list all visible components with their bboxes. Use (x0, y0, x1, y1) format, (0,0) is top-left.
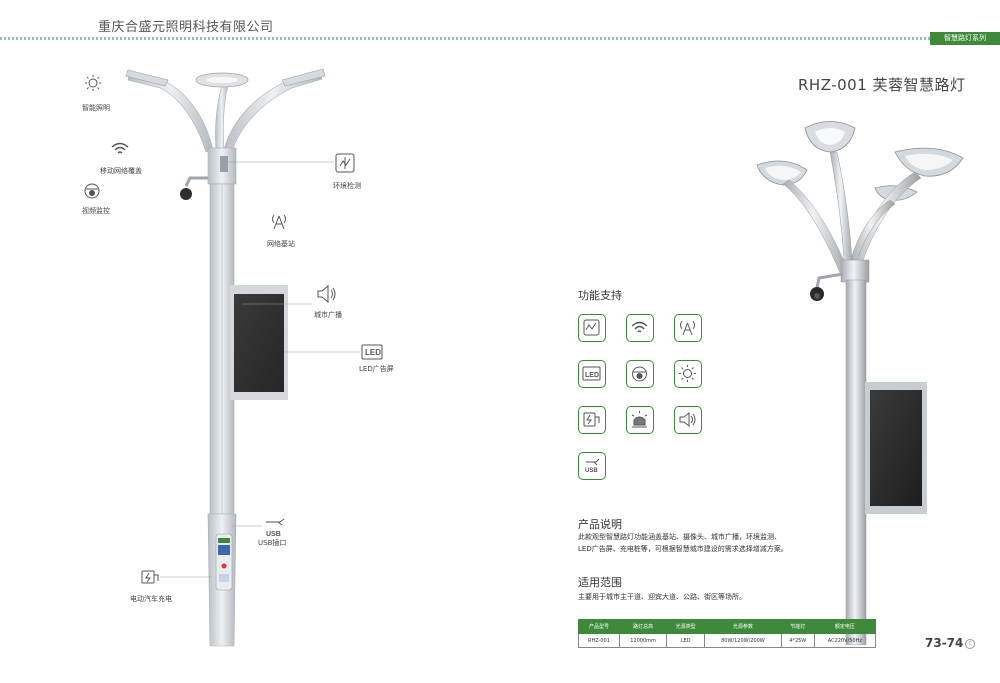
camera-dome (180, 188, 192, 200)
spec-header-row: 产品型号 路灯总高 光源类型 光源参数 节能灯 额定电压 (578, 619, 877, 634)
svg-text:LED: LED (585, 372, 599, 379)
led-icon-text: LED (365, 348, 381, 357)
label-mobile-network: 移动网络覆盖 (100, 167, 142, 175)
alarm-light-icon (626, 406, 654, 434)
spec-header: 路灯总高 (618, 619, 668, 634)
speaker-icon (317, 284, 336, 304)
spec-header: 额定电压 (813, 619, 877, 634)
scope-text: 主要用于城市主干道、迎宾大道、公路、街区等场所。 (578, 593, 746, 601)
led-screen-icon: LED (578, 360, 606, 388)
label-ev-charging: 电动汽车充电 (130, 595, 172, 603)
spec-header: 光源类型 (666, 619, 706, 634)
base-station-icon (272, 214, 286, 230)
spec-header: 节能灯 (780, 619, 815, 634)
label-smart-lighting: 智能照明 (82, 104, 110, 112)
led-screen-icon (361, 344, 383, 360)
usb-icon: USB (578, 452, 606, 480)
camera-icon (626, 360, 654, 388)
label-usb: USB插口 (258, 539, 287, 547)
spec-header: 产品型号 (578, 619, 620, 634)
spec-cell: RHZ-001 (578, 633, 620, 648)
lamp-head-right (281, 68, 326, 87)
description-title: 产品说明 (578, 518, 622, 531)
label-env-detection: 环境检测 (333, 182, 361, 190)
ev-charger-icon (141, 570, 159, 584)
spec-cell: 12000mm (618, 633, 668, 648)
scope-title: 适用范围 (578, 576, 622, 589)
page-number-text: 73-74 (925, 636, 964, 650)
smart-light-icon (85, 75, 101, 91)
product-image (756, 121, 964, 645)
pole-shaft-product (845, 279, 867, 645)
lamp-arm-center (215, 84, 229, 151)
product-title: RHZ-001 芙蓉智慧路灯 (798, 76, 966, 94)
header-divider (0, 37, 1000, 40)
table-row: RHZ-001 12000mm LED 80W/120W/200W 4*25W … (578, 633, 877, 648)
spec-cell: 4*25W (780, 633, 815, 648)
usb-icon (266, 518, 285, 526)
label-video-monitoring: 视频监控 (82, 207, 110, 215)
ev-charger-icon (578, 406, 606, 434)
led-screen-panel (234, 294, 284, 392)
smart-light-icon (674, 360, 702, 388)
features-title: 功能支持 (578, 289, 622, 302)
spec-cell: 80W/120W/200W (704, 633, 782, 648)
camera-icon (84, 183, 100, 199)
led-screen-product (870, 390, 922, 506)
pole-collar (840, 259, 870, 283)
speaker-icon (674, 406, 702, 434)
usb-icon-text: USB (266, 531, 281, 538)
page-mark: C (965, 638, 976, 649)
label-broadcast: 城市广播 (314, 311, 342, 319)
description-text: 此款观型智慧路灯功能涵盖基站、摄像头、城市广播，环境监测、LED广告屏、充电桩等… (578, 533, 788, 553)
lamp-head-left (125, 69, 169, 87)
spec-cell: LED (666, 633, 706, 648)
svg-text:USB: USB (585, 468, 598, 474)
label-base-station: 网络基站 (267, 240, 295, 248)
company-name: 重庆合盛元照明科技有限公司 (98, 20, 274, 35)
base-station-icon (674, 314, 702, 342)
environment-monitor-icon (335, 153, 355, 173)
environment-monitor-icon (578, 314, 606, 342)
wifi-icon (111, 142, 129, 154)
series-tag: 智慧路灯系列 (930, 32, 1000, 45)
label-led-screen: LED广告屏 (359, 365, 394, 373)
wifi-icon (626, 314, 654, 342)
spec-header: 光源参数 (704, 619, 782, 634)
spec-table: 产品型号 路灯总高 光源类型 光源参数 节能灯 额定电压 RHZ-001 120… (578, 619, 877, 648)
lamp-diagram: LED USB (84, 68, 383, 647)
spec-cell: AC220V/50Hz (813, 633, 877, 648)
lamp-arm-left (127, 71, 214, 153)
